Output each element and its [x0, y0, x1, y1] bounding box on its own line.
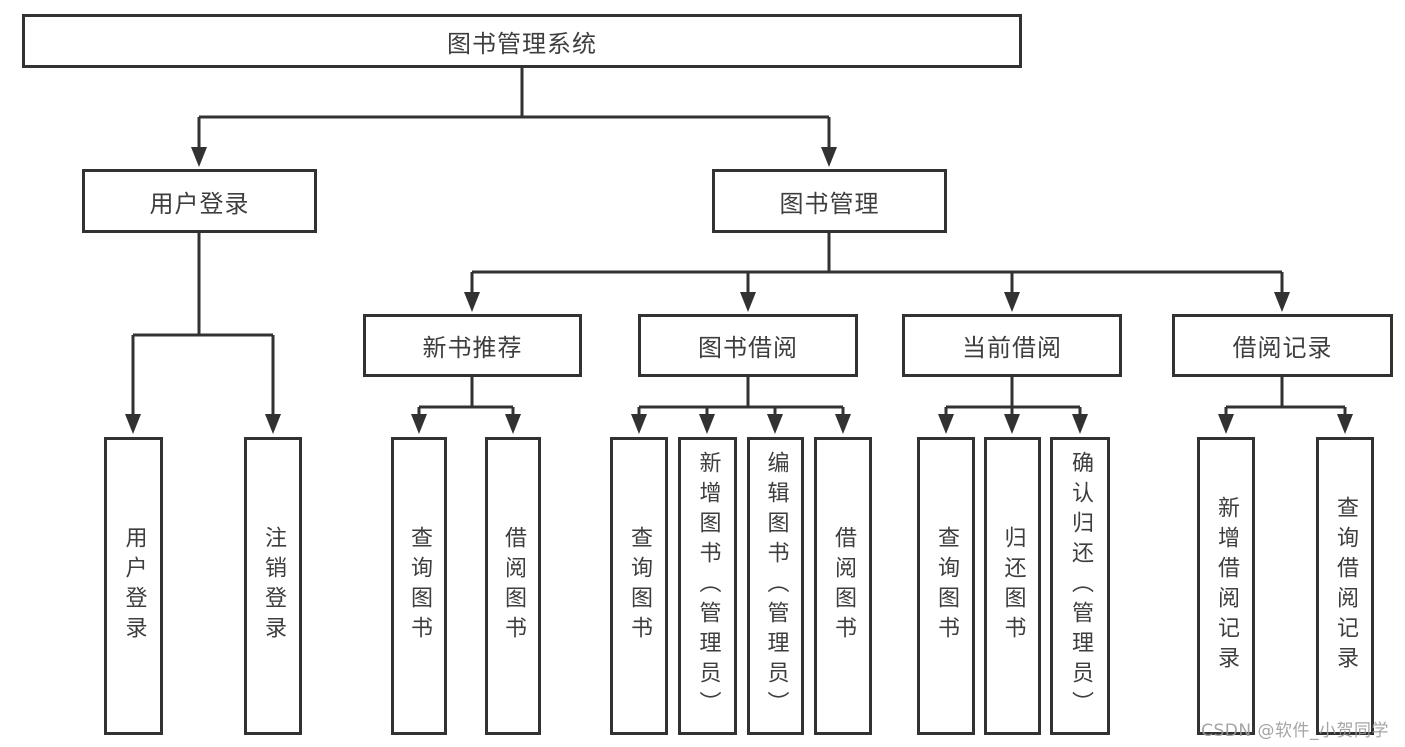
node-borrowing-records: 借阅记录 [1172, 314, 1393, 377]
leaf-borrowing-query-books-label: 查询图书 [627, 526, 652, 646]
leaf-borrowing-borrow-books-label: 借阅图书 [831, 526, 856, 646]
connector-bookborrow-to-leaves [637, 377, 845, 419]
leaf-current-query-books: 查询图书 [917, 437, 975, 735]
connector-records-to-leaves [1224, 377, 1347, 419]
leaf-borrowing-borrow-books: 借阅图书 [814, 437, 872, 735]
leaf-current-query-books-label: 查询图书 [934, 526, 959, 646]
leaf-current-confirm-return-admin-label: 确认归还（管理员） [1068, 451, 1093, 721]
connector-root-to-level1 [197, 68, 831, 152]
leaf-borrowing-edit-books-admin-label: 编辑图书（管理员） [763, 451, 789, 721]
leaf-newbooks-query-books: 查询图书 [391, 437, 447, 735]
leaf-newbooks-borrow-books-label: 借阅图书 [501, 526, 526, 646]
arrowheads [125, 147, 1353, 434]
leaf-logout-label: 注销登录 [261, 526, 286, 646]
node-user-login: 用户登录 [82, 169, 317, 233]
node-new-book-recommendation: 新书推荐 [363, 314, 582, 377]
connector-currentborrow-to-leaves [944, 377, 1082, 419]
leaf-user-login: 用户登录 [104, 437, 163, 735]
leaf-current-confirm-return-admin: 确认归还（管理员） [1050, 437, 1110, 735]
leaf-newbooks-query-books-label: 查询图书 [407, 526, 432, 646]
node-book-management: 图书管理 [712, 169, 947, 233]
csdn-watermark: CSDN @软件_小贺同学 [1201, 721, 1389, 741]
leaf-user-login-label: 用户登录 [121, 526, 147, 646]
leaf-borrowing-edit-books-admin: 编辑图书（管理员） [747, 437, 804, 735]
node-library-management-system: 图书管理系统 [22, 14, 1022, 68]
leaf-current-return-books-label: 归还图书 [1000, 526, 1026, 646]
leaf-borrowing-query-books: 查询图书 [610, 437, 668, 735]
node-current-borrowing: 当前借阅 [902, 314, 1122, 377]
connector-newbooks-to-leaves [417, 377, 515, 419]
node-book-borrowing: 图书借阅 [638, 314, 858, 377]
leaf-newbooks-borrow-books: 借阅图书 [485, 437, 541, 735]
connector-userlogin-to-leaves [131, 233, 275, 419]
connector-bookmgmt-to-level2 [470, 233, 1284, 297]
leaf-borrowing-add-books-admin: 新增图书（管理员） [678, 437, 737, 735]
leaf-records-query-borrow-record-label: 查询借阅记录 [1333, 496, 1358, 676]
leaf-logout: 注销登录 [244, 437, 302, 735]
leaf-records-query-borrow-record: 查询借阅记录 [1316, 437, 1374, 735]
leaf-records-add-borrow-record: 新增借阅记录 [1197, 437, 1255, 735]
leaf-borrowing-add-books-admin-label: 新增图书（管理员） [695, 451, 721, 721]
leaf-records-add-borrow-record-label: 新增借阅记录 [1214, 496, 1239, 676]
leaf-current-return-books: 归还图书 [984, 437, 1041, 735]
